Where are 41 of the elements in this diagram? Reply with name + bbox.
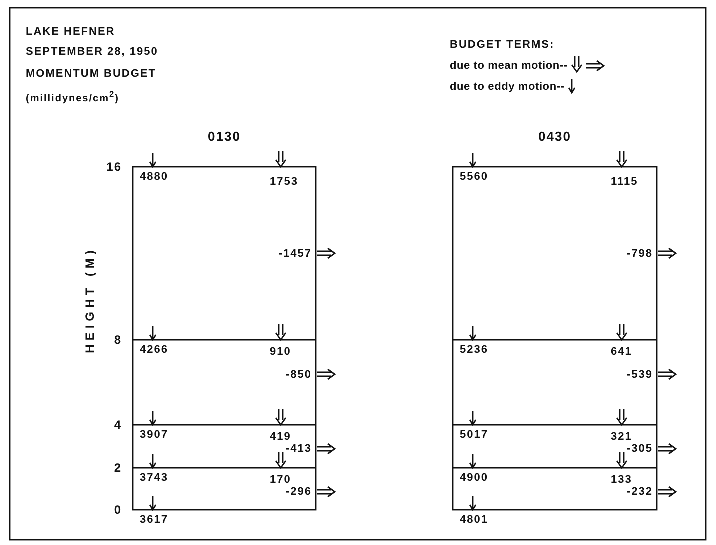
- lateral-flux-value: -1457: [278, 246, 312, 260]
- eddy-flux-value: 5560: [460, 170, 488, 184]
- legend-title: BUDGET TERMS:: [450, 38, 555, 52]
- mean-flux-value: 321: [611, 430, 632, 444]
- mean-flux-value: 1753: [270, 175, 298, 189]
- budget-heading: MOMENTUM BUDGET: [26, 67, 156, 81]
- time-label: 0430: [538, 130, 572, 144]
- axis-title: HEIGHT (M): [83, 246, 97, 354]
- lateral-flux-value: -539: [626, 368, 653, 382]
- mean-flux-value: 170: [270, 473, 292, 487]
- eddy-flux-value: 4900: [460, 471, 488, 485]
- mean-flux-value: 1115: [611, 175, 638, 189]
- height-tick-label: 4: [114, 418, 122, 432]
- height-tick-label: 2: [114, 461, 122, 475]
- eddy-flux-value: 4880: [140, 170, 168, 184]
- lateral-flux-value: -305: [626, 442, 653, 456]
- height-tick-label: 0: [114, 503, 122, 517]
- unit-note: (millidynes/cm$^{2}$): [26, 88, 120, 106]
- location-heading: LAKE HEFNER: [26, 25, 116, 39]
- date-heading: SEPTEMBER 28, 1950: [26, 45, 158, 59]
- lateral-flux-value: -232: [626, 485, 653, 499]
- eddy-flux-value: 3907: [140, 428, 168, 442]
- lateral-flux-value: -413: [286, 442, 312, 456]
- eddy-flux-value: 4266: [140, 343, 168, 357]
- height-tick-label: 8: [114, 333, 122, 347]
- eddy-flux-value: 5236: [460, 343, 488, 357]
- lateral-flux-value: -850: [286, 368, 312, 382]
- height-tick-label: 16: [106, 160, 122, 174]
- mean-flux-value: 419: [270, 430, 292, 444]
- eddy-flux-value: 3617: [140, 513, 168, 527]
- mean-flux-value: 641: [611, 345, 632, 359]
- legend-text: due to mean motion--: [450, 59, 568, 73]
- mean-flux-value: 910: [270, 345, 292, 359]
- eddy-flux-value: 4801: [460, 513, 488, 527]
- lateral-flux-value: -296: [286, 485, 312, 499]
- legend-text: due to eddy motion--: [450, 80, 565, 94]
- time-label: 0130: [208, 130, 241, 144]
- lateral-flux-value: -798: [626, 246, 653, 260]
- mean-flux-value: 133: [611, 473, 632, 487]
- eddy-flux-value: 5017: [460, 428, 488, 442]
- eddy-flux-value: 3743: [140, 471, 168, 485]
